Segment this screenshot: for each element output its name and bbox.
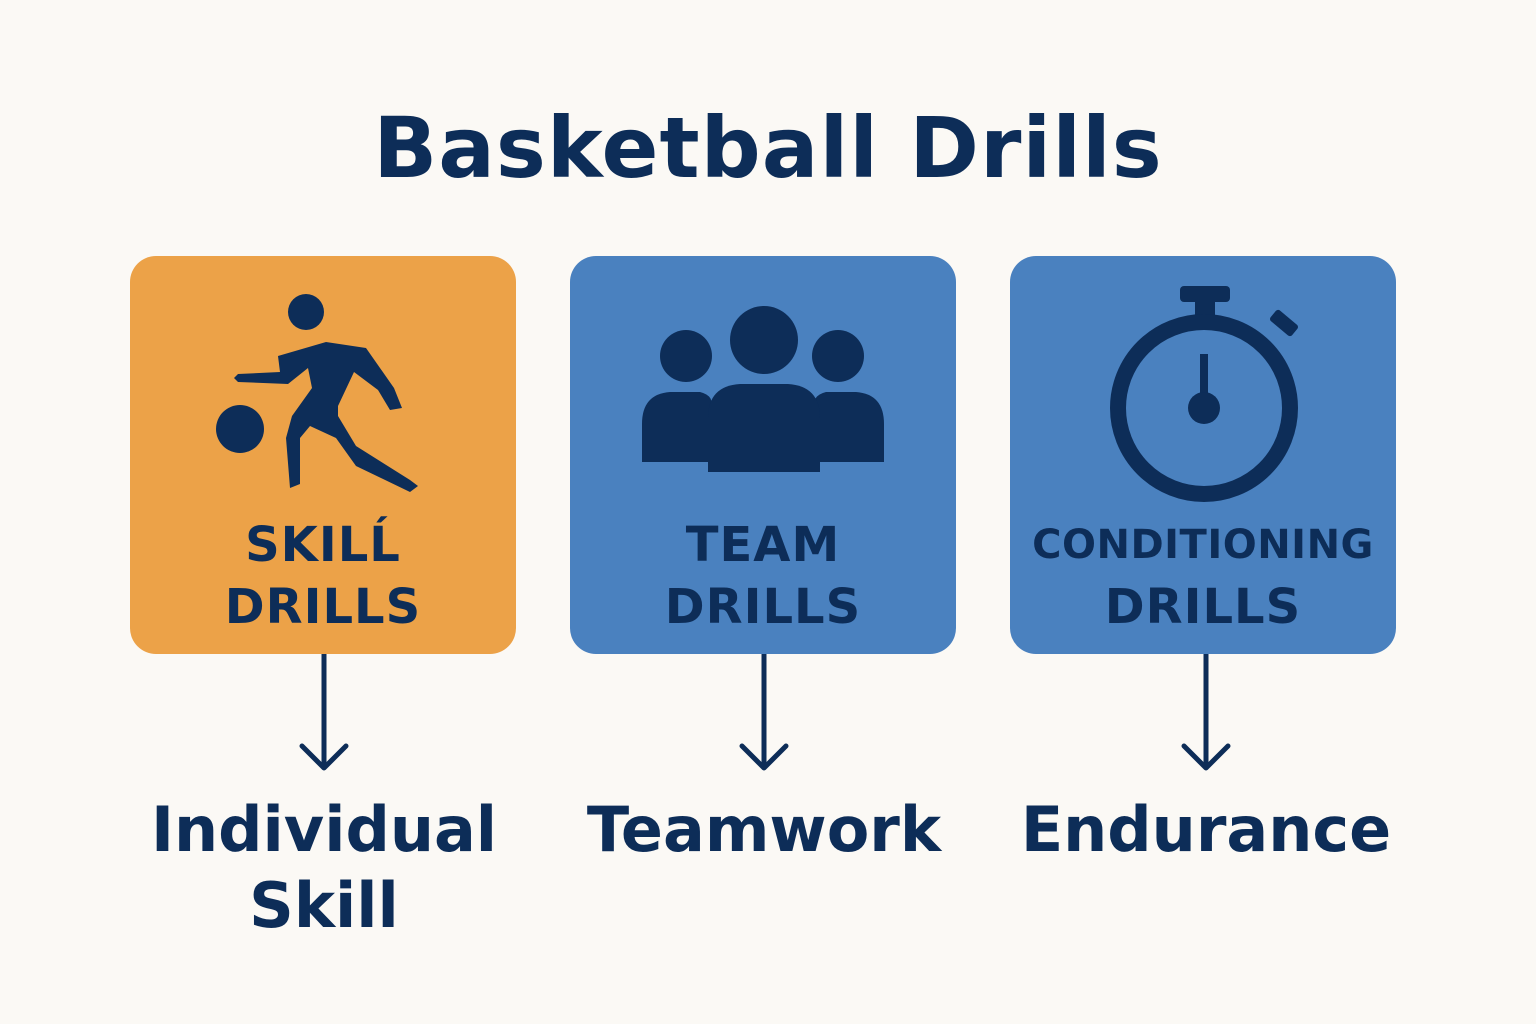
team-outcome: Teamwork xyxy=(544,792,984,868)
conditioning-arrow-down-icon xyxy=(1181,654,1231,771)
skill-outcome-line2: Skill xyxy=(249,869,399,942)
skill-arrow-down-icon xyxy=(299,654,349,771)
conditioning-outcome: Endurance xyxy=(986,792,1426,868)
skill-outcome-line1: Individual xyxy=(150,793,498,866)
page-title: Basketball Drills xyxy=(373,99,1163,197)
skill-drills-card: SKILĹ DRILLS xyxy=(130,256,516,654)
team-drills-title-line2: DRILLS xyxy=(664,579,862,635)
conditioning-drills-title-line2: DRILLS xyxy=(1104,579,1302,635)
skill-drills-title-line2: DRILLS xyxy=(224,579,422,635)
conditioning-outcome-line1: Endurance xyxy=(1020,793,1392,866)
stopwatch-icon xyxy=(1110,286,1298,502)
team-arrow-down-icon xyxy=(739,654,789,771)
dribbling-player-icon xyxy=(216,294,418,492)
team-outcome-line1: Teamwork xyxy=(586,793,942,866)
team-drills-title-line1: TEAM xyxy=(685,517,841,573)
conditioning-drills-title-line1: CONDITIONING xyxy=(1032,522,1374,568)
team-group-icon xyxy=(642,306,884,472)
skill-drills-title-line1: SKILĹ xyxy=(245,517,401,573)
skill-outcome: Individual Skill xyxy=(104,792,544,944)
team-drills-card: TEAM DRILLS xyxy=(570,256,956,654)
conditioning-drills-card: CONDITIONING DRILLS xyxy=(1010,256,1396,654)
